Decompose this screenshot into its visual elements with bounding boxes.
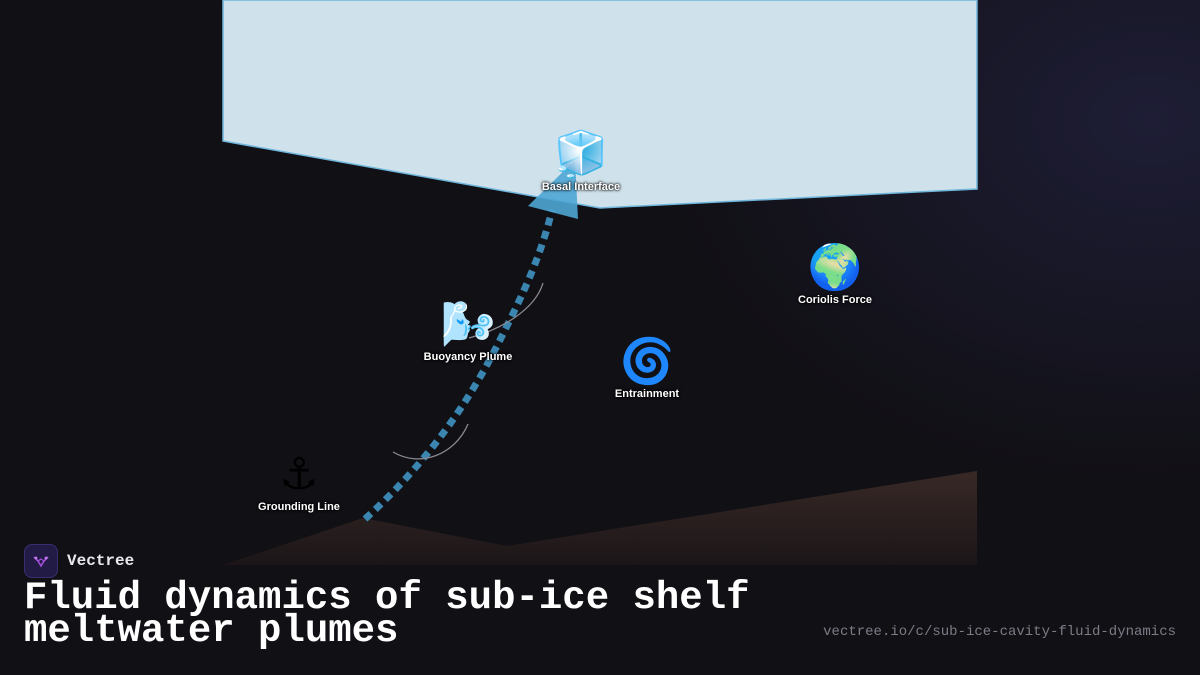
- plume-arrowhead: [528, 160, 578, 219]
- anchor-icon: ⚓: [279, 449, 319, 500]
- wind-face-icon: 🌬️: [440, 299, 496, 350]
- entrainment-curve-upper: [468, 282, 544, 339]
- node-label: Grounding Line: [258, 501, 340, 513]
- globe-icon: 🌍: [807, 242, 863, 293]
- ice-cube-icon: 🧊: [553, 129, 609, 180]
- node-grounding-line: ⚓ Grounding Line: [219, 449, 379, 514]
- node-buoyancy-plume: 🌬️ Buoyancy Plume: [388, 299, 548, 364]
- vectree-logo-icon: [24, 544, 58, 578]
- brand-name: Vectree: [67, 552, 135, 570]
- ice-shelf: [222, 0, 978, 209]
- entrainment-curve-lower: [392, 423, 469, 460]
- plume-path: [362, 209, 556, 522]
- seabed: [223, 471, 977, 565]
- node-label: Buoyancy Plume: [423, 351, 513, 363]
- node-label: Basal Interface: [541, 181, 621, 193]
- node-label: Coriolis Force: [798, 294, 872, 306]
- page-title: Fluid dynamics of sub-ice shelf meltwate…: [24, 576, 750, 653]
- node-label: Entrainment: [614, 388, 680, 400]
- brand: Vectree: [24, 544, 134, 578]
- source-url: vectree.io/c/sub-ice-cavity-fluid-dynami…: [823, 624, 1176, 640]
- node-entrainment: 🌀 Entrainment: [567, 336, 727, 401]
- node-basal-interface: 🧊 Basal Interface: [501, 129, 661, 194]
- node-coriolis-force: 🌍 Coriolis Force: [755, 242, 915, 307]
- cyclone-icon: 🌀: [619, 336, 675, 387]
